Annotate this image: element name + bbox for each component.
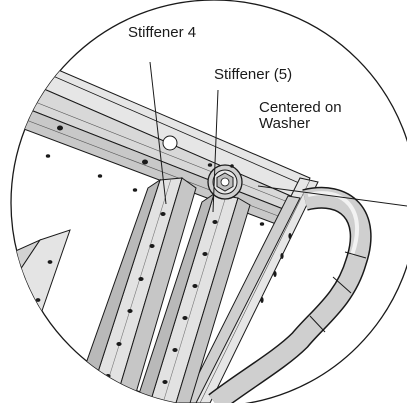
stiffener-4-label: Stiffener 4 <box>128 24 196 41</box>
washer-bolt <box>207 164 243 200</box>
stiffener-5-holes <box>162 220 218 384</box>
rail-small-hole <box>230 164 234 168</box>
stiffener-5-leader <box>212 89 219 213</box>
washer-leader <box>257 185 407 207</box>
handle-tube <box>208 186 372 406</box>
washer-label: Washer <box>259 115 310 132</box>
stiffener-5-channel <box>135 192 251 404</box>
rail-large-hole <box>162 135 178 151</box>
stiffener-5-label: Stiffener (5) <box>214 66 292 83</box>
stiffener-4-leader <box>149 61 167 205</box>
centered-on-label: Centered on <box>259 99 342 116</box>
